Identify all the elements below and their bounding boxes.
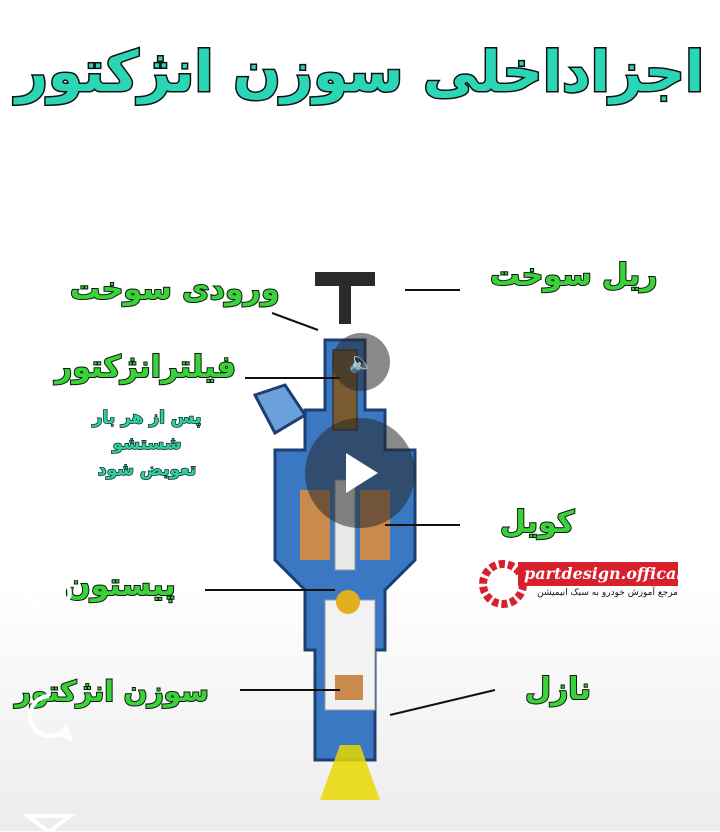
note-line: پس از هر بار	[92, 407, 202, 429]
logo-name: partdesign.offical	[518, 562, 682, 586]
label-coil: کویل	[499, 504, 575, 541]
play-icon	[346, 453, 378, 493]
comment-icon[interactable]	[22, 690, 76, 744]
sound-button[interactable]: 🔈	[332, 333, 390, 391]
label-piston: پیستون	[64, 567, 177, 604]
label-fuel-inlet: ورودی سوخت	[69, 271, 281, 308]
needle-part	[335, 675, 363, 700]
arrow-nozzle	[389, 689, 496, 716]
label-injector-filter: فیلترانژکتور	[54, 349, 237, 386]
piston-ball	[336, 590, 360, 614]
note-line: تعویض شود	[97, 459, 197, 481]
share-icon[interactable]	[22, 812, 76, 832]
label-injector-needle: سوزن انژکتور	[14, 674, 210, 709]
logo-tagline: مرجع آموزش خودرو به سبک انیمیشن	[537, 588, 678, 598]
arrow-inlet	[271, 312, 319, 331]
label-fuel-rail: ریل سوخت	[489, 257, 658, 294]
play-button[interactable]	[305, 418, 415, 528]
spray	[320, 745, 380, 800]
fuel-rail-part	[315, 272, 375, 324]
heart-icon[interactable]	[22, 575, 76, 625]
filter-note: پس از هر بار شستشو تعویض شود	[82, 405, 212, 483]
label-nozzle: نازل	[524, 671, 592, 708]
page-title: اجزاداخلی سوزن انژکتور	[14, 39, 706, 107]
comment-count: ۲۱	[38, 758, 51, 772]
sound-icon: 🔈	[348, 350, 374, 374]
partdesign-logo: partdesign.offical مرجع آموزش خودرو به س…	[478, 556, 682, 614]
connector	[252, 383, 308, 436]
note-line: شستشو	[112, 433, 182, 455]
